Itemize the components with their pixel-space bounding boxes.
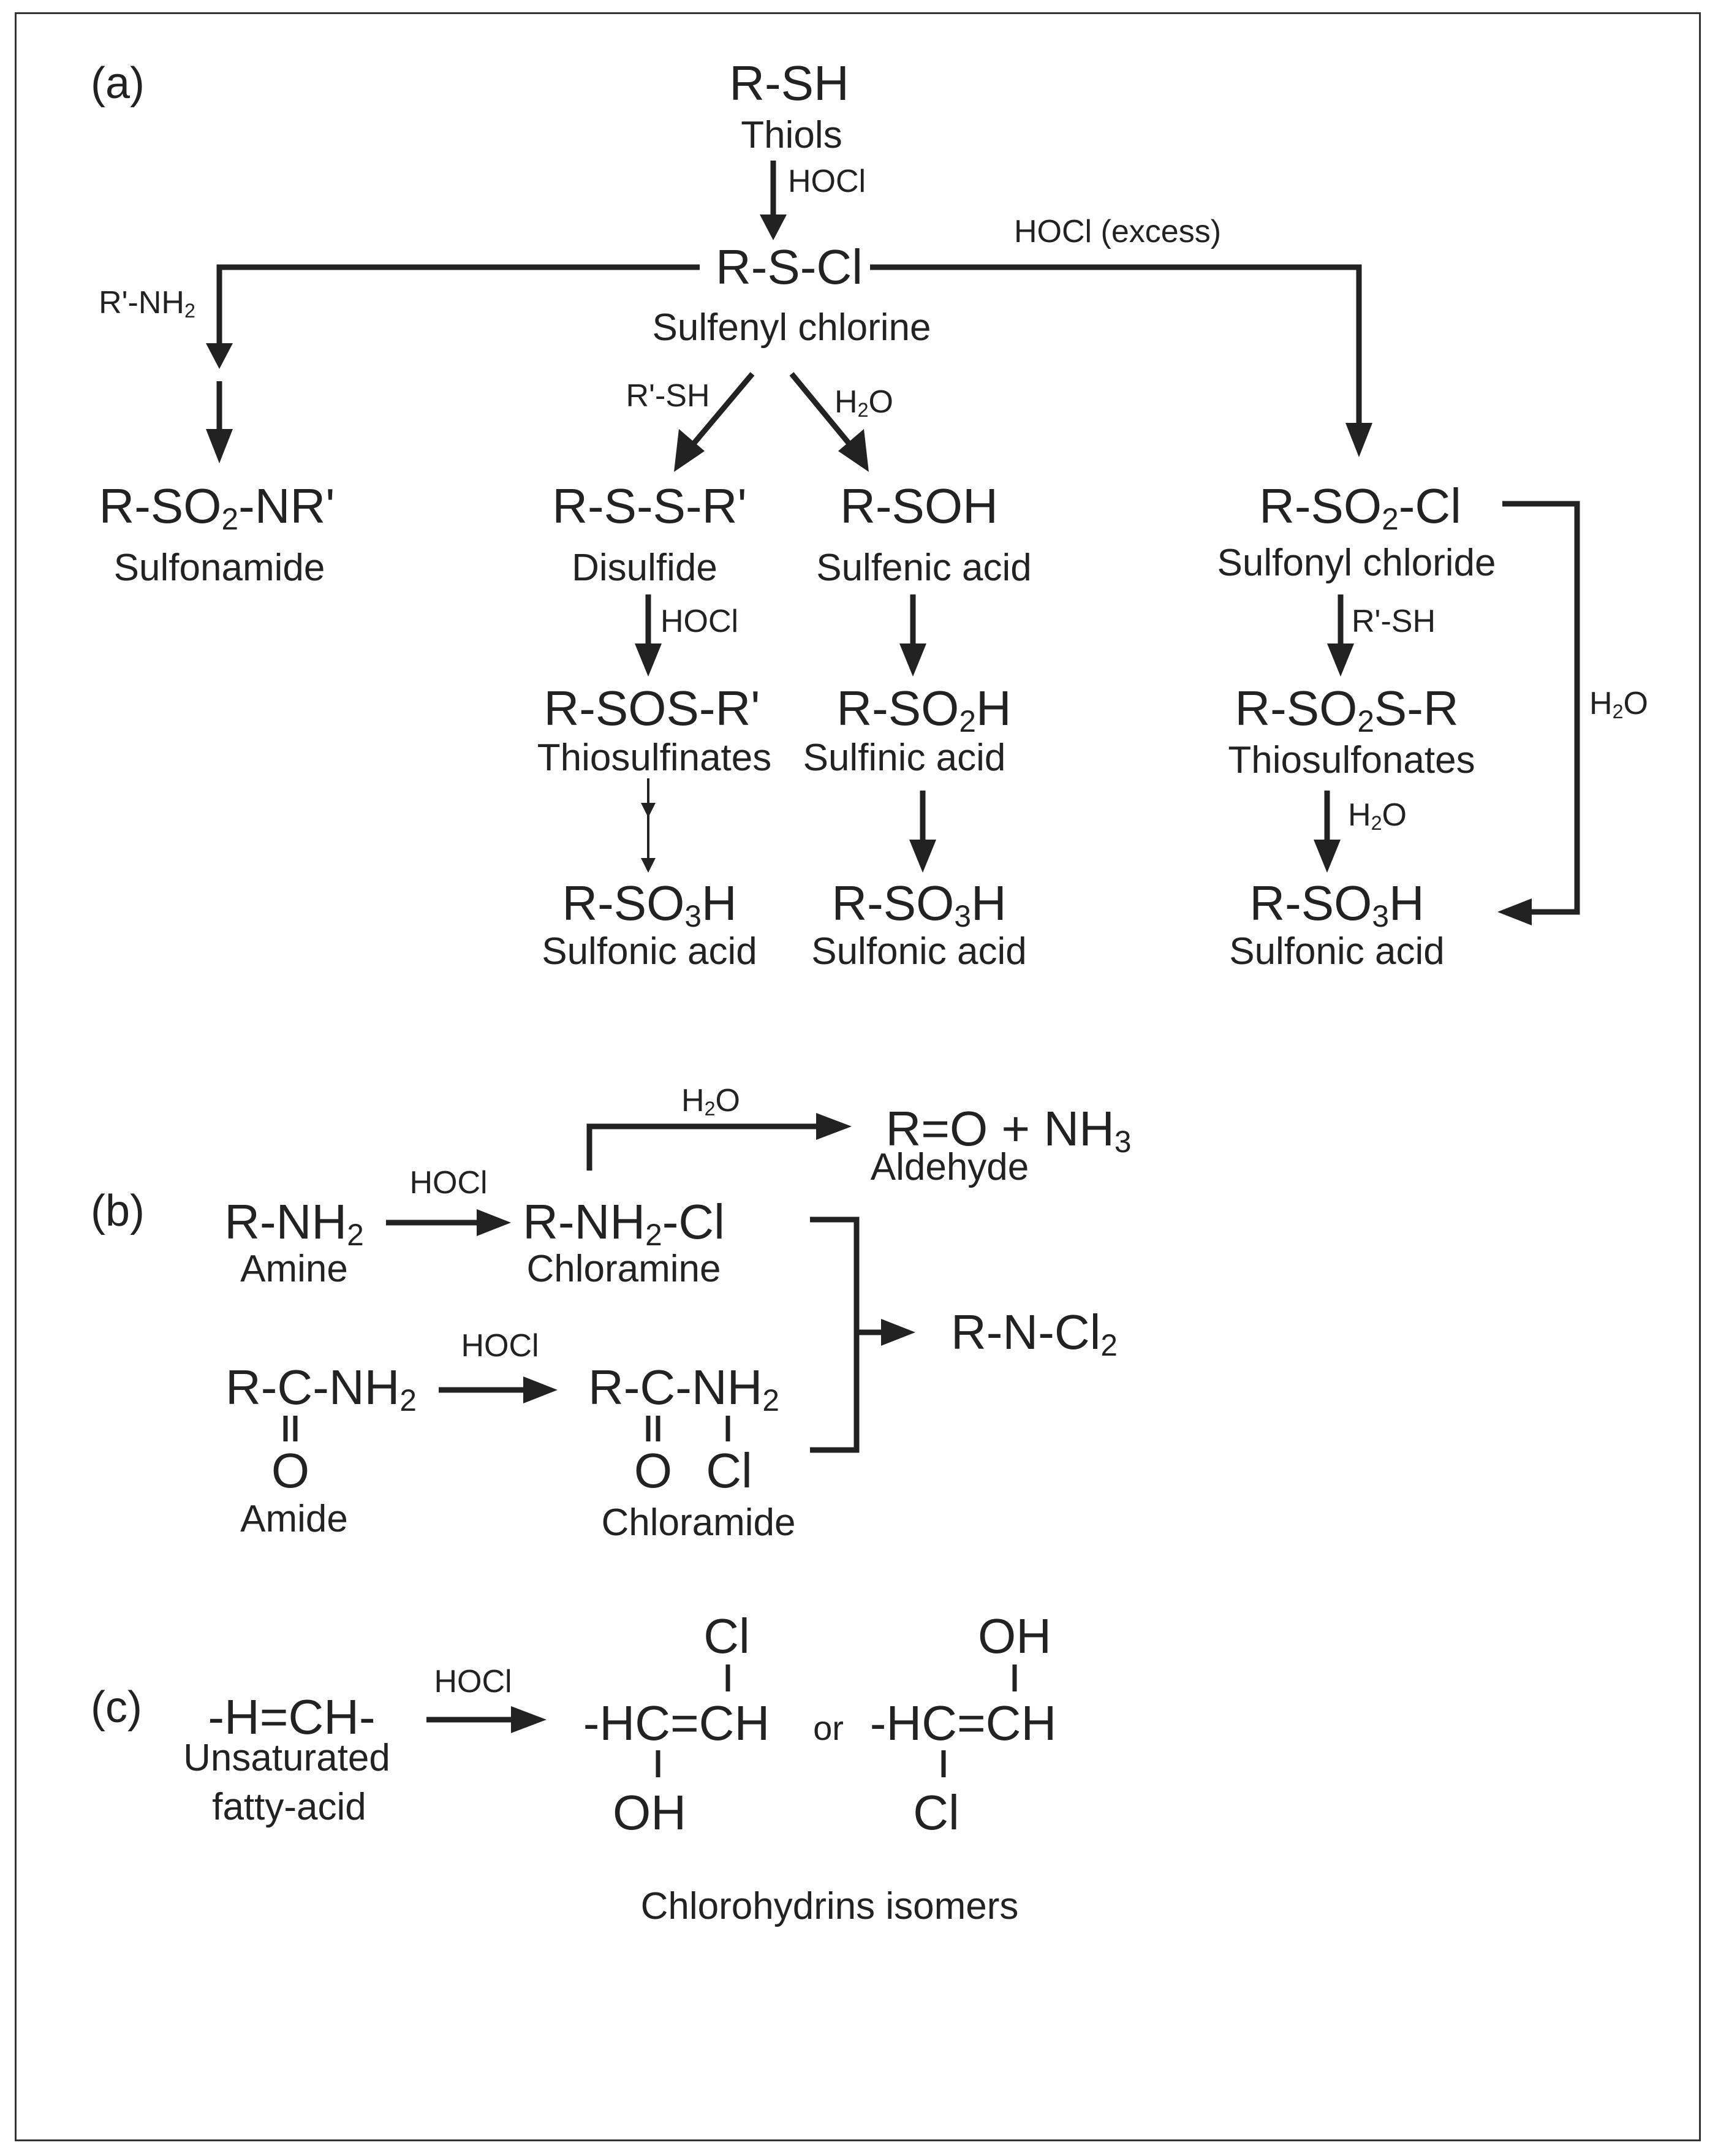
arrowhead <box>206 343 233 369</box>
arrowhead <box>511 1706 547 1733</box>
formula-sulfonyl: R-SO2-Cl <box>1259 479 1461 536</box>
name-amine: Amine <box>240 1248 348 1290</box>
reagent-water-1: H2O <box>834 384 893 422</box>
arrow-to-sulfonamide <box>216 264 700 352</box>
name-sulfonamide: Sulfonamide <box>113 547 325 589</box>
name-sulfonic-acid-1: Sulfonic acid <box>542 930 757 973</box>
reagent-hocl-b2: HOCl <box>461 1328 539 1364</box>
arrowhead <box>838 429 869 472</box>
name-sulfonic-acid-2: Sulfonic acid <box>811 930 1027 973</box>
name-fatty-acid: fatty-acid <box>212 1786 366 1828</box>
formula-fatty-acid: -H=CH- <box>208 1690 376 1744</box>
panel-label-a: (a) <box>91 59 145 108</box>
arrowhead <box>1327 643 1354 677</box>
arrowhead <box>909 840 936 873</box>
isomer2-chain: -HC=CH <box>869 1696 1057 1750</box>
name-aldehyde: Aldehyde <box>870 1146 1029 1188</box>
panel-label-b: (b) <box>91 1186 145 1236</box>
formula-amide: R-C-NH2 <box>225 1360 417 1418</box>
isomer1-bottom: OH <box>613 1785 686 1840</box>
arrow-to-sulfonyl <box>870 264 1362 429</box>
formula-thiosulfonates: R-SO2S-R <box>1235 681 1459 738</box>
reagent-hocl-2: HOCl <box>660 604 739 639</box>
arrowhead <box>206 429 233 463</box>
figure-frame <box>15 12 1701 2141</box>
isomer1-top: Cl <box>703 1609 750 1663</box>
chloramide-chlorine: Cl <box>706 1443 752 1498</box>
or-label: or <box>813 1709 844 1747</box>
formula-sulfonic-2: R-SO3H <box>831 876 1007 933</box>
reagent-hocl-c: HOCl <box>434 1664 512 1699</box>
formula-amine: R-NH2 <box>224 1194 364 1252</box>
reagent-water-2: H2O <box>1589 686 1648 723</box>
name-unsaturated: Unsaturated <box>183 1737 390 1779</box>
formula-thiol: R-SH <box>729 56 849 110</box>
formula-aldehyde: R=O + NH3 <box>885 1101 1132 1159</box>
isomer1-chain: -HC=CH <box>583 1696 770 1750</box>
arrowhead <box>523 1376 558 1403</box>
arrowhead <box>674 429 705 472</box>
arrowhead <box>635 643 662 677</box>
formula-sulfinic: R-SO2H <box>836 681 1012 738</box>
chloramide-oxygen: O <box>634 1443 673 1498</box>
name-sulfonic-acid-3: Sulfonic acid <box>1229 930 1445 973</box>
formula-disulfide: R-S-S-R' <box>552 479 747 533</box>
formula-sulfenyl: R-S-Cl <box>716 240 863 294</box>
arrowhead <box>641 858 656 873</box>
formula-dichloramine: R-N-Cl2 <box>951 1305 1118 1362</box>
name-disulfide: Disulfide <box>572 547 717 589</box>
reagent-water-3: H2O <box>1348 797 1407 835</box>
arrow-to-sulfenic <box>789 372 852 446</box>
name-thiosulfinates: Thiosulfinates <box>537 737 772 779</box>
formula-thiosulfinates: R-SOS-R' <box>543 681 760 735</box>
name-sulfonyl-chloride: Sulfonyl chloride <box>1217 542 1496 584</box>
isomer2-top: OH <box>978 1609 1051 1663</box>
name-sulfenyl-chlorine: Sulfenyl chlorine <box>652 306 931 349</box>
reagent-rsh-2: R'-SH <box>1352 604 1436 639</box>
arrow-sulfonyl-to-sulfonic <box>1502 501 1580 915</box>
formula-sulfenic: R-SOH <box>840 479 998 533</box>
name-sulfenic-acid: Sulfenic acid <box>816 547 1032 589</box>
reagent-hocl-excess: HOCl (excess) <box>1013 214 1222 249</box>
arrowhead <box>1314 840 1341 873</box>
name-thiosulfonates: Thiosulfonates <box>1228 739 1475 781</box>
arrowhead <box>641 803 656 818</box>
formula-sulfonic-3: R-SO3H <box>1249 876 1425 933</box>
arrowhead <box>881 1319 915 1346</box>
arrowhead <box>1345 423 1372 457</box>
formula-chloramine: R-NH2-Cl <box>523 1194 725 1252</box>
reagent-water-b: H2O <box>681 1083 740 1120</box>
arrowhead <box>899 643 926 677</box>
name-chloramide: Chloramide <box>601 1501 796 1544</box>
isomer2-bottom: Cl <box>913 1785 959 1840</box>
arrowhead <box>1497 898 1532 925</box>
reagent-amine: R'-NH2 <box>99 285 195 322</box>
formula-sulfonic-1: R-SO3H <box>562 876 737 933</box>
name-chloramine: Chloramine <box>526 1248 721 1290</box>
arrow-chloramine-to-aldehyde <box>586 1123 822 1171</box>
arrowhead <box>477 1209 511 1236</box>
caption-chlorohydrins: Chlorohydrins isomers <box>640 1885 1019 1927</box>
arrow-to-disulfide <box>691 372 755 446</box>
reagent-rsh-1: R'-SH <box>626 378 710 414</box>
bracket-to-dichloro <box>810 1217 860 1453</box>
name-thiols: Thiols <box>741 114 842 156</box>
reagent-hocl-b1: HOCl <box>409 1165 488 1201</box>
formula-chloramide: R-C-NH2 <box>588 1360 779 1418</box>
name-sulfinic-acid: Sulfinic acid <box>803 737 1006 779</box>
reagent-hocl-1: HOCl <box>788 164 866 199</box>
name-amide: Amide <box>240 1498 348 1540</box>
formula-sulfonamide: R-SO2-NR' <box>99 479 335 536</box>
amide-oxygen: O <box>271 1443 310 1498</box>
panel-label-c: (c) <box>91 1683 142 1732</box>
arrowhead <box>816 1113 852 1140</box>
arrowhead <box>760 214 787 240</box>
